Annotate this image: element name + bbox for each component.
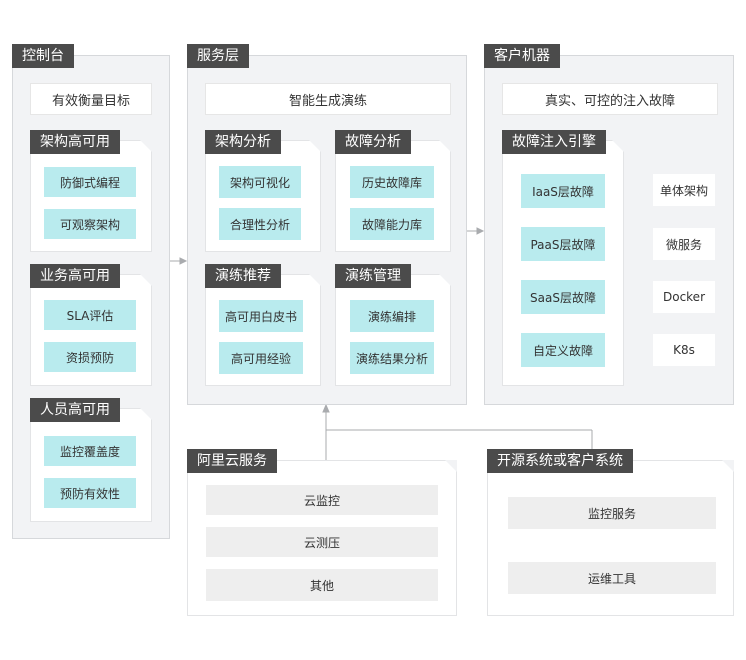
service-group-title: 演练管理 <box>335 264 411 288</box>
aliyun-title: 阿里云服务 <box>187 449 277 473</box>
console-item: 预防有效性 <box>44 478 136 508</box>
aliyun-item: 其他 <box>206 569 438 601</box>
target-item: Docker <box>653 281 715 313</box>
console-item: 监控覆盖度 <box>44 436 136 466</box>
engine-item: SaaS层故障 <box>521 280 605 314</box>
service-title: 服务层 <box>187 44 249 68</box>
service-group-title: 演练推荐 <box>205 264 281 288</box>
console-item: 可观察架构 <box>44 209 136 239</box>
opensource-item: 运维工具 <box>508 562 716 594</box>
engine-title: 故障注入引擎 <box>502 130 606 154</box>
service-item: 历史故障库 <box>350 166 434 198</box>
service-item: 高可用白皮书 <box>219 300 303 332</box>
arrowhead <box>179 257 188 265</box>
client-title: 客户机器 <box>484 44 560 68</box>
console-group-title: 业务高可用 <box>30 264 120 288</box>
console-goal: 有效衡量目标 <box>30 83 152 115</box>
service-header: 智能生成演练 <box>205 83 451 115</box>
service-item: 演练编排 <box>350 300 434 332</box>
console-item: SLA评估 <box>44 300 136 330</box>
engine-item: 自定义故障 <box>521 333 605 367</box>
service-item: 高可用经验 <box>219 342 303 374</box>
target-item: 单体架构 <box>653 174 715 206</box>
target-item: 微服务 <box>653 228 715 260</box>
service-item: 合理性分析 <box>219 208 301 240</box>
target-item: K8s <box>653 334 715 366</box>
service-group-title: 故障分析 <box>335 130 411 154</box>
console-item: 资损预防 <box>44 342 136 372</box>
service-item: 故障能力库 <box>350 208 434 240</box>
console-title: 控制台 <box>12 44 74 68</box>
engine-item: IaaS层故障 <box>521 174 605 208</box>
service-item: 演练结果分析 <box>350 342 434 374</box>
service-item: 架构可视化 <box>219 166 301 198</box>
arrowhead <box>476 227 485 235</box>
console-group-title: 架构高可用 <box>30 130 120 154</box>
arrowhead <box>322 403 330 413</box>
opensource-title: 开源系统或客户系统 <box>487 449 633 473</box>
opensource-item: 监控服务 <box>508 497 716 529</box>
console-group-title: 人员高可用 <box>30 398 120 422</box>
engine-item: PaaS层故障 <box>521 227 605 261</box>
aliyun-item: 云测压 <box>206 527 438 557</box>
service-group-title: 架构分析 <box>205 130 281 154</box>
console-item: 防御式编程 <box>44 167 136 197</box>
aliyun-item: 云监控 <box>206 485 438 515</box>
client-header: 真实、可控的注入故障 <box>502 83 718 115</box>
